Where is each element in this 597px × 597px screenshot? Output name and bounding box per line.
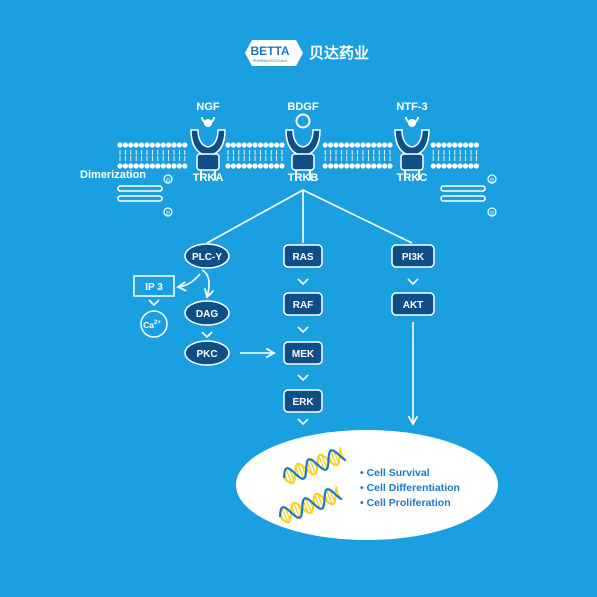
logo: BETTA PHARMACEUTICALS 贝达药业 <box>245 40 369 66</box>
ligand-bdgf <box>295 113 311 129</box>
receptor-trka-label: TRKA <box>193 172 224 184</box>
arrow-ip3-ca <box>148 299 160 307</box>
phospho-right-top: p <box>487 174 497 184</box>
node-raf: RAF <box>283 292 323 316</box>
receptor-trkb-label: TRKB <box>288 172 319 184</box>
node-dag: DAG <box>184 300 230 326</box>
node-erk: ERK <box>283 389 323 413</box>
dimerization-label: Dimerization <box>80 169 146 181</box>
arrow-dag-pkc <box>201 331 213 339</box>
svg-text:p: p <box>490 210 494 217</box>
node-pi3k: PI3K <box>391 244 435 268</box>
dimer-bars-right <box>440 185 486 202</box>
dna-helix-lower-icon <box>278 486 343 524</box>
arrow-pi3k-akt <box>407 278 419 286</box>
node-ca-charge: 2+ <box>154 320 161 326</box>
outcome-cell-survival: • Cell Survival <box>360 467 430 479</box>
arrow-plcg-dag <box>201 269 215 299</box>
node-mek-label: MEK <box>292 349 315 360</box>
arrow-raf-mek <box>297 326 309 334</box>
node-pkc-label: PKC <box>196 349 217 360</box>
svg-text:p: p <box>166 177 170 184</box>
node-ca: Ca2+ <box>140 310 168 338</box>
node-ca-label: Ca <box>143 320 154 330</box>
phospho-left-bottom: p <box>163 207 173 217</box>
logo-chinese: 贝达药业 <box>309 44 369 62</box>
node-erk-label: ERK <box>292 397 314 408</box>
node-plcg-label: PLC-Y <box>192 252 222 263</box>
branch-lines <box>206 189 413 244</box>
arrow-ras-raf <box>297 278 309 286</box>
cell-membrane <box>117 142 479 169</box>
node-raf-label: RAF <box>293 300 314 311</box>
node-mek: MEK <box>283 341 323 365</box>
node-pkc: PKC <box>184 340 230 366</box>
node-akt: AKT <box>391 292 435 316</box>
phospho-left-top: p <box>163 174 173 184</box>
phospho-right-bottom: p <box>487 207 497 217</box>
dimer-bars-left <box>117 185 163 202</box>
outcome-cell-differentiation: • Cell Differentiation <box>360 482 460 494</box>
outcome-cell-proliferation: • Cell Proliferation <box>360 497 451 509</box>
node-ras: RAS <box>283 244 323 268</box>
svg-text:p: p <box>166 210 170 217</box>
arrow-erk-nucleus <box>297 418 309 426</box>
dna-helix-upper-icon <box>282 447 347 485</box>
svg-text:Ca2+: Ca2+ <box>143 320 161 330</box>
ligand-ntf3-label: NTF-3 <box>396 101 427 113</box>
logo-brand: BETTA <box>250 44 289 58</box>
svg-text:p: p <box>490 177 494 184</box>
node-akt-label: AKT <box>403 300 424 311</box>
node-dag-label: DAG <box>196 309 218 320</box>
node-pi3k-label: PI3K <box>402 252 425 263</box>
logo-tagline: PHARMACEUTICALS <box>253 59 288 63</box>
ligand-ntf3 <box>405 116 419 127</box>
logo-badge <box>245 40 303 66</box>
ligand-bdgf-label: BDGF <box>287 101 318 113</box>
node-ip3-label: IP 3 <box>145 282 163 293</box>
arrow-mek-erk <box>297 374 309 382</box>
ligand-ngf <box>201 116 215 127</box>
node-ras-label: RAS <box>292 252 313 263</box>
receptor-trkc-label: TRKC <box>397 172 428 184</box>
arrow-plcg-ip3 <box>176 273 201 292</box>
node-plcg: PLC-Y <box>184 243 230 269</box>
node-ip3: IP 3 <box>133 275 175 297</box>
ligand-ngf-label: NGF <box>196 101 220 113</box>
